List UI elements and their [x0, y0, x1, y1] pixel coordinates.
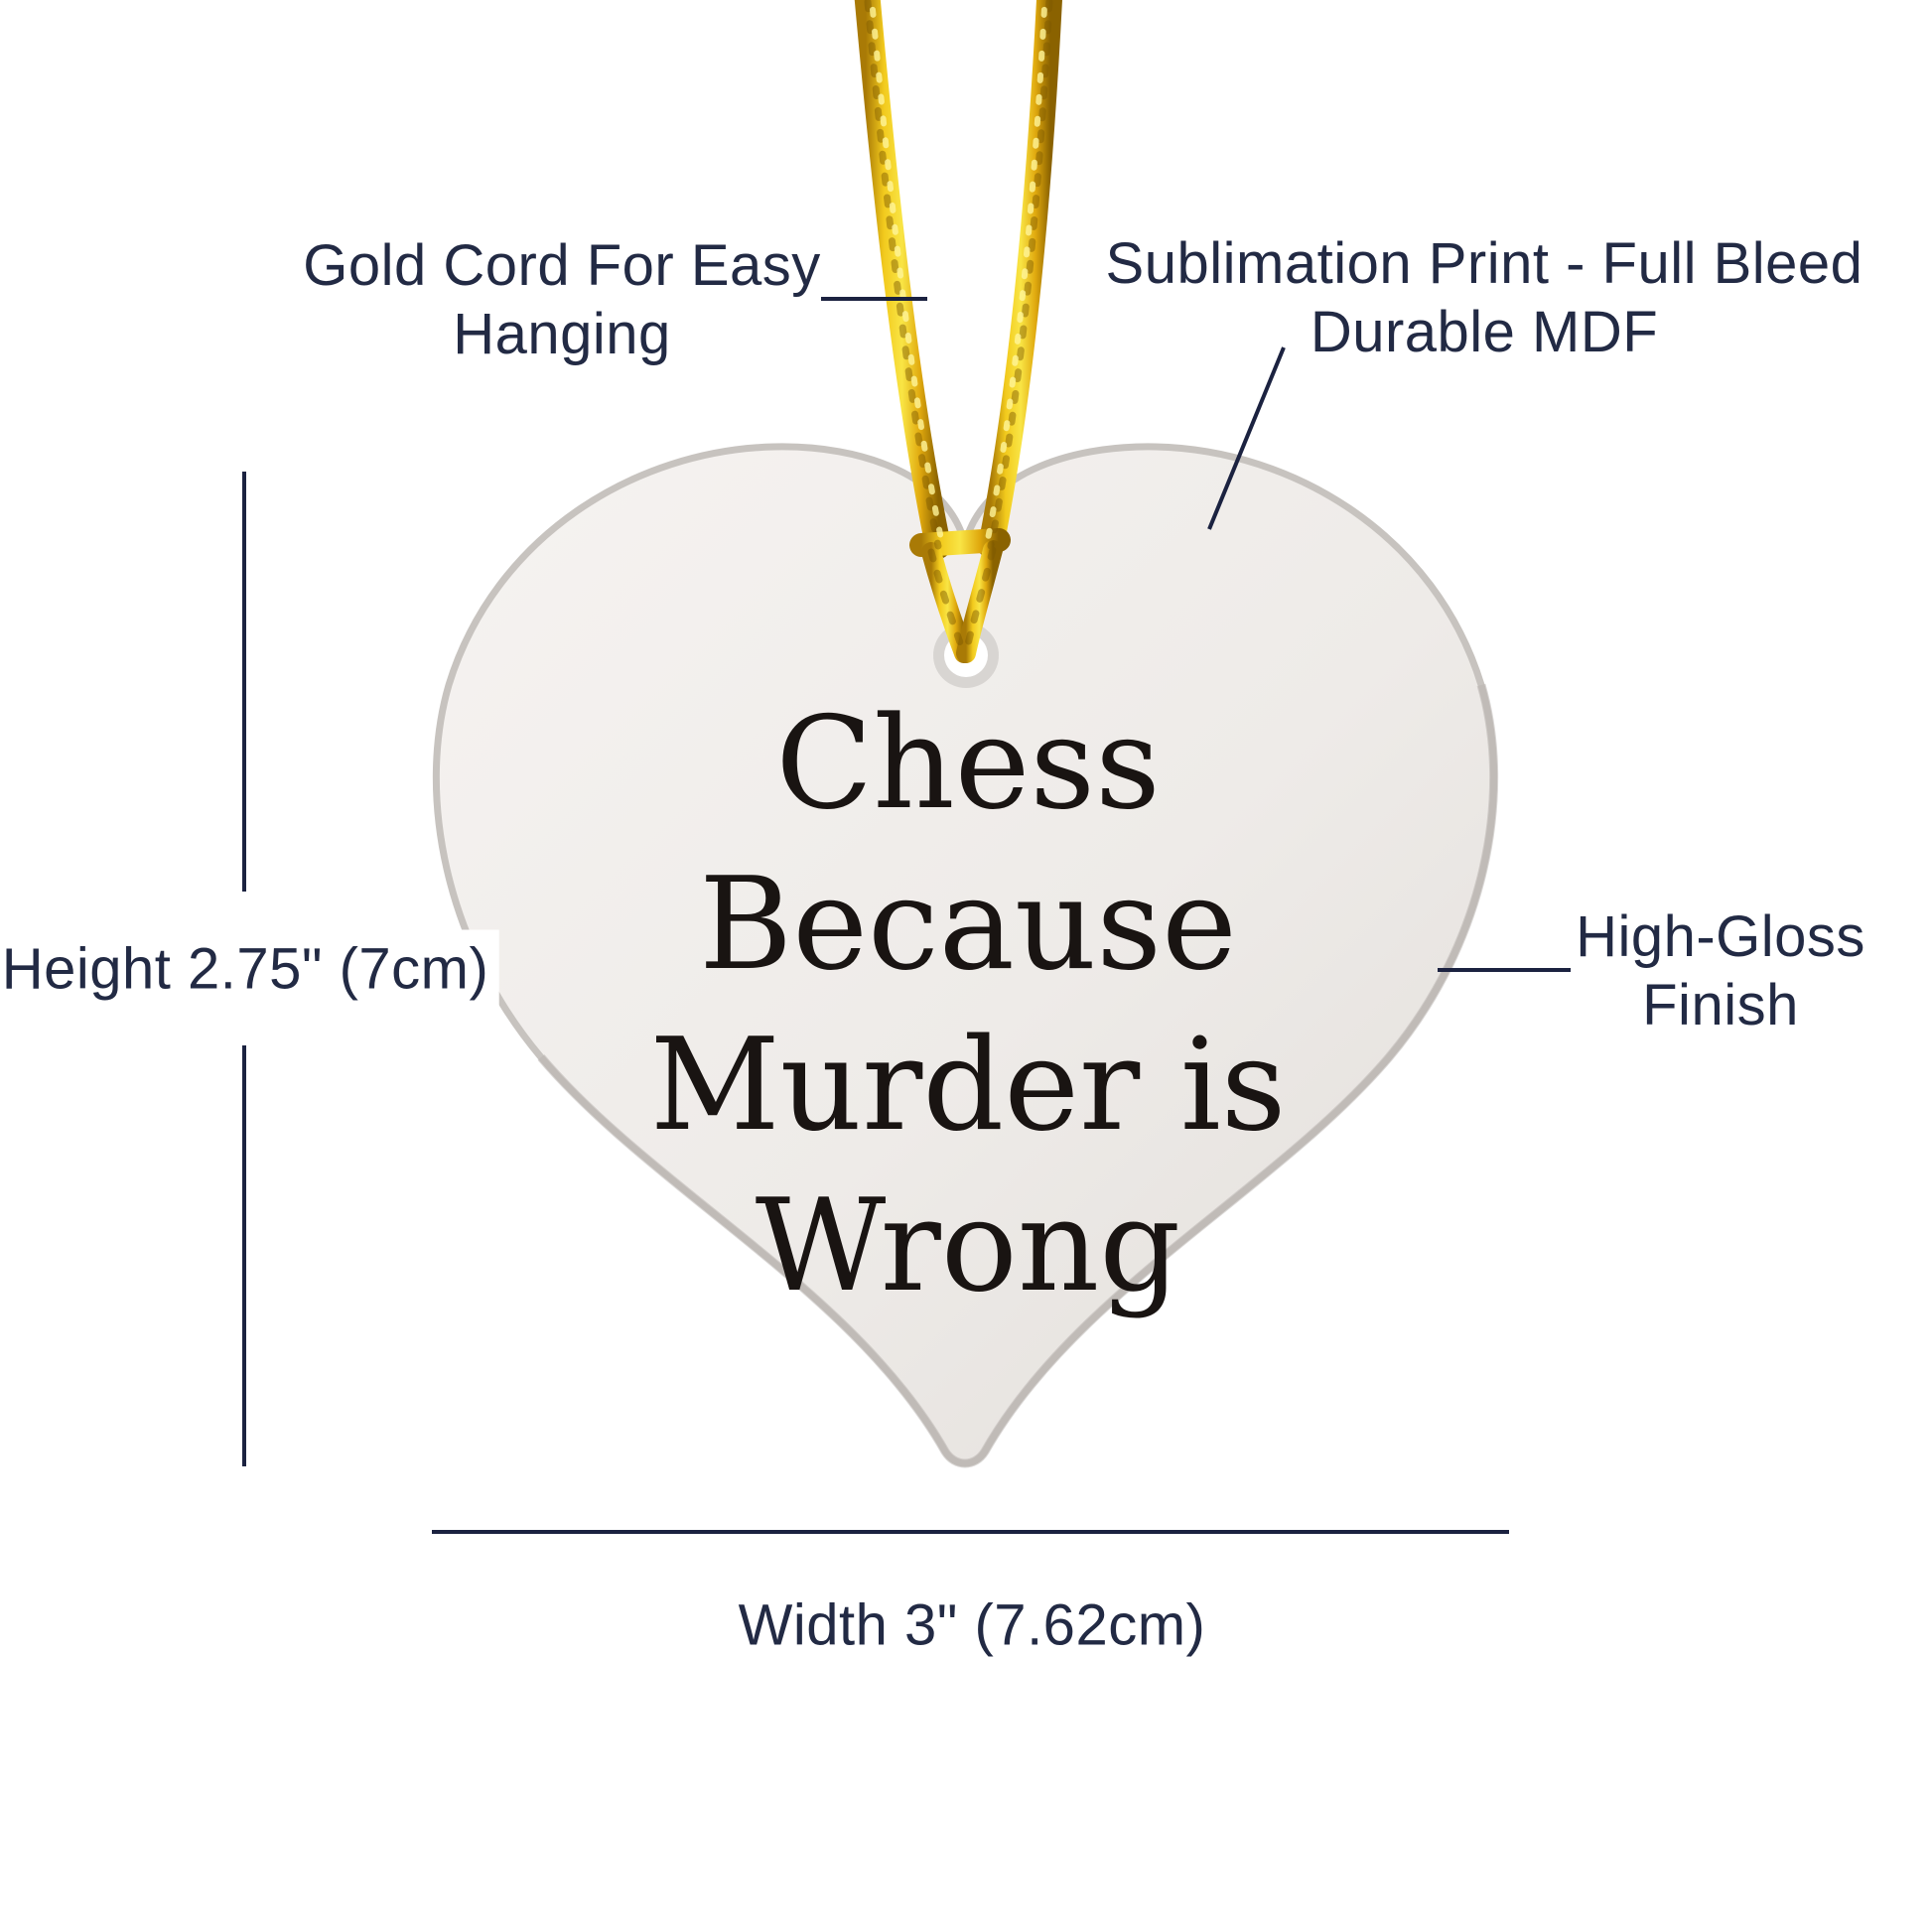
- ornament-quote: Chess Because Murder is Wrong: [650, 684, 1287, 1327]
- cord-left-strand: [854, 0, 951, 559]
- cord-annotation: Gold Cord For Easy Hanging: [303, 231, 821, 368]
- ornament-quote-line: Because: [699, 851, 1237, 999]
- print-callout-line: [1207, 346, 1286, 530]
- cord-annotation-line1: Gold Cord For Easy: [303, 233, 821, 298]
- ornament-quote-line: Chess: [775, 690, 1161, 838]
- cord-annotation-line2: Hanging: [453, 302, 671, 366]
- height-dimension-label: Height 2.75" (7cm): [0, 929, 499, 1009]
- height-dimension-line2: 2.75" (7cm): [187, 936, 489, 1002]
- width-dimension-label: Width 3" (7.62cm): [739, 1591, 1206, 1660]
- width-dimension-text: Width 3" (7.62cm): [738, 1592, 1206, 1658]
- cord-right-strand: [978, 0, 1062, 559]
- height-dimension-line1: Height: [1, 936, 172, 1002]
- heart-bevel-shadow: [537, 683, 1499, 1468]
- ornament-quote-line: Wrong: [755, 1173, 1181, 1320]
- print-annotation-line1: Sublimation Print - Full Bleed: [1105, 231, 1863, 296]
- cord-loop-right: [956, 540, 1003, 663]
- finish-annotation: High-Gloss Finish: [1576, 902, 1865, 1039]
- gold-cord: [854, 0, 1062, 663]
- callout-lines: [242, 297, 1571, 1534]
- ornament-quote-line: Murder is: [649, 1012, 1287, 1160]
- finish-annotation-line1: High-Gloss: [1576, 904, 1865, 969]
- cord-braid-texture: [864, 0, 1053, 657]
- print-annotation-line2: Durable MDF: [1310, 300, 1659, 364]
- finish-annotation-line2: Finish: [1642, 973, 1799, 1037]
- print-annotation: Sublimation Print - Full Bleed Durable M…: [1106, 229, 1863, 366]
